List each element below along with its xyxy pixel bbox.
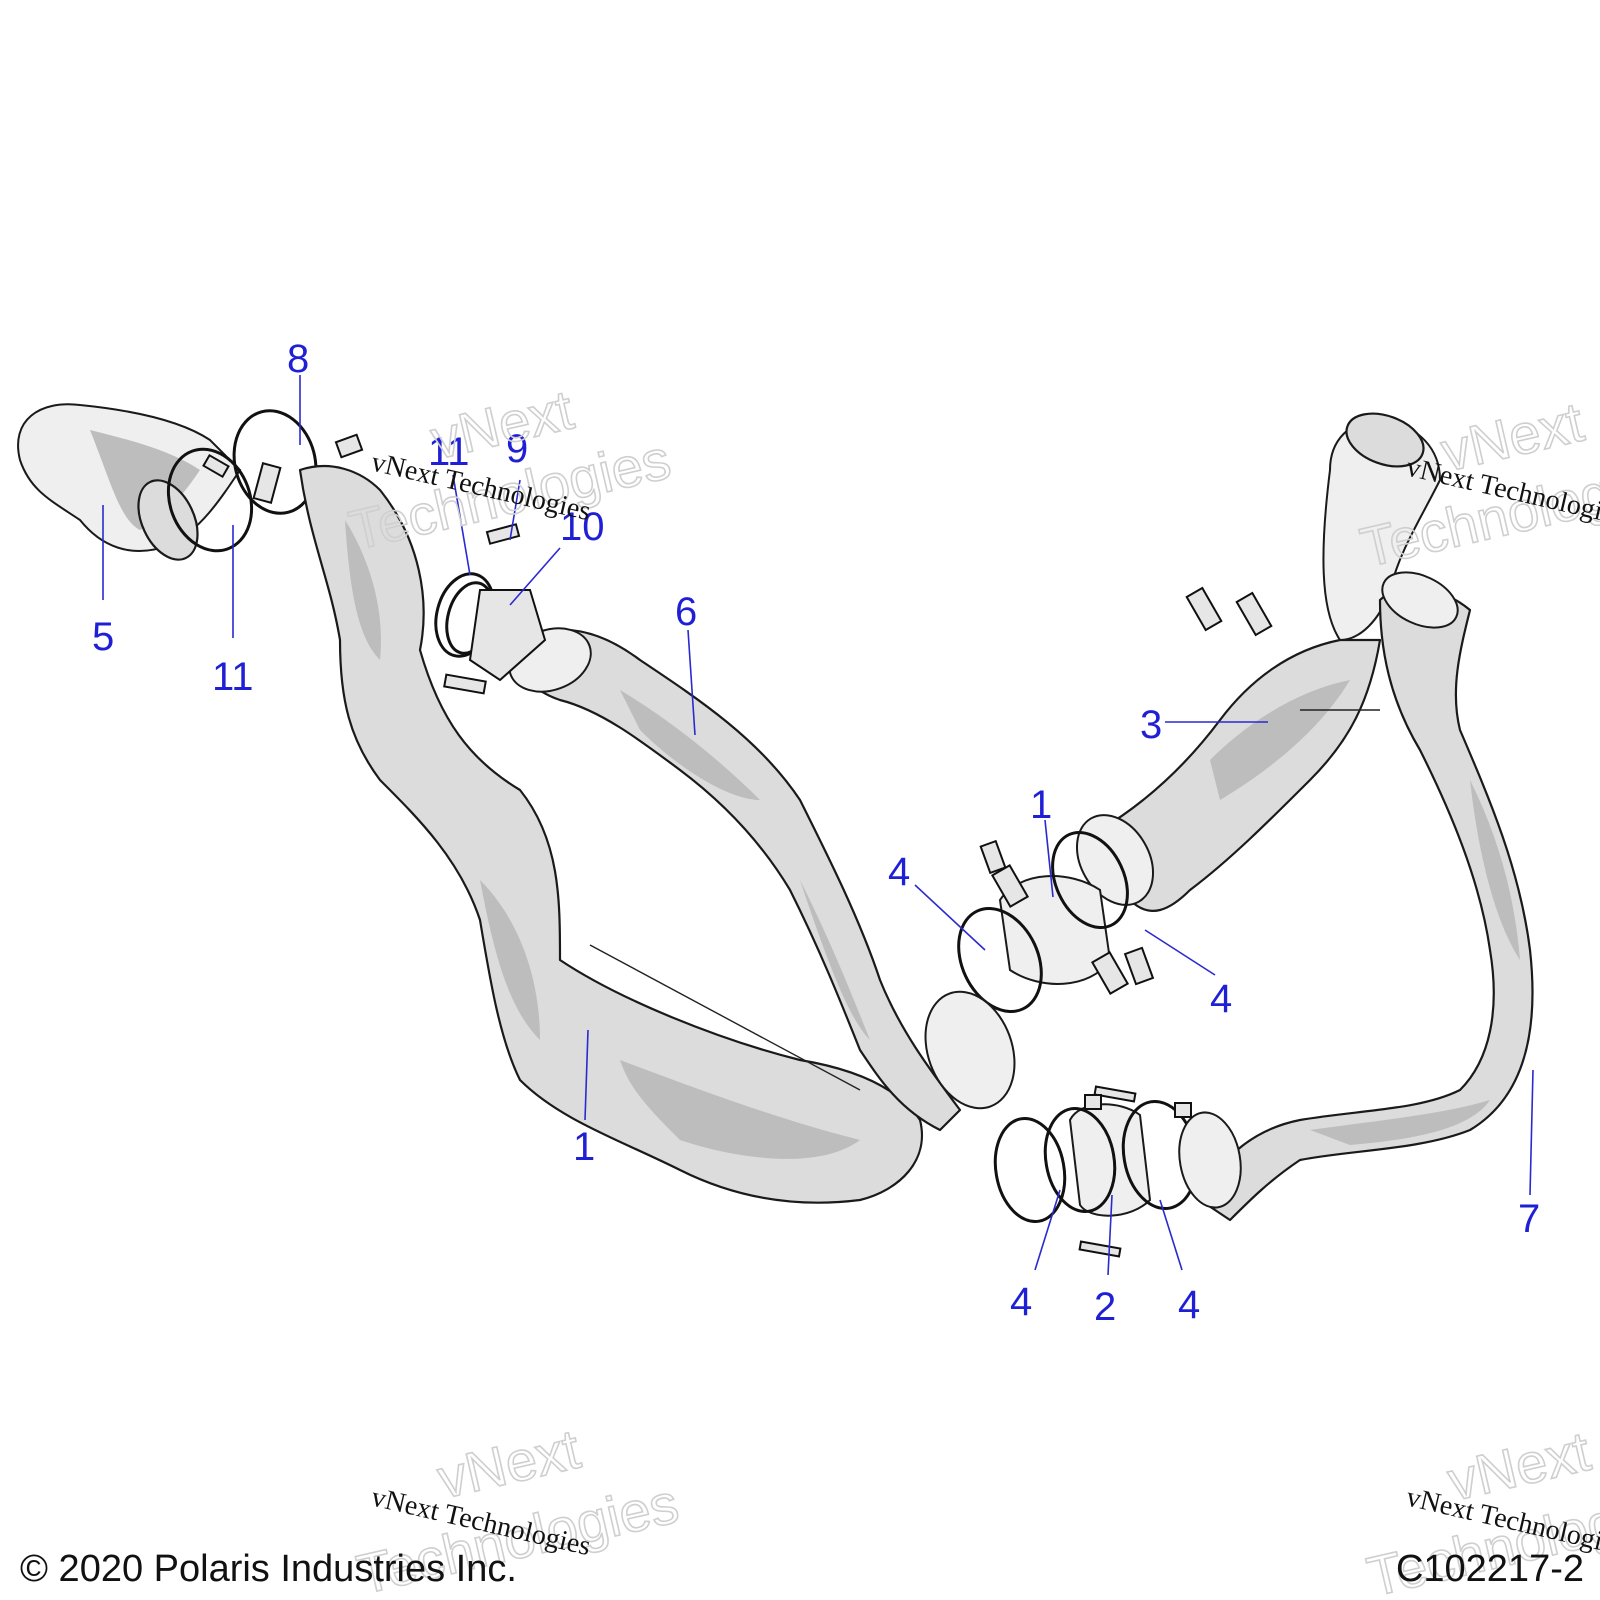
callout-1-lower: 2 [1094,1285,1116,1329]
part-7-right-tube [1198,571,1534,1222]
part-5-intake-elbow [17,403,242,561]
callout-4-lower-left: 4 [1010,1280,1032,1324]
copyright-footer: © 2020 Polaris Industries Inc. [20,1548,517,1590]
loose-tabs [1185,586,1273,637]
callout-4-lower-right: 4 [1178,1283,1200,1327]
part-3-upper-right-tube [1076,638,1382,912]
callout-6: 6 [675,590,697,634]
part-1-coupler-upper [957,830,1155,1014]
callout-11-left: 11 [212,655,254,699]
callout-1-upper: 1 [1030,783,1052,827]
callout-10: 10 [560,505,605,549]
callout-8: 8 [287,337,309,381]
callout-9: 9 [506,427,528,471]
callout-4-upper-right: 4 [1210,977,1232,1021]
callout-4-upper-left: 4 [888,850,910,894]
part-1-coupler-lower [924,990,1242,1258]
part-3-top-elbow [1322,412,1442,642]
part-code: C102217-2 [1395,1548,1584,1590]
part-8-ring [232,409,364,515]
part-10-flange-clamp [434,523,547,695]
callout-labels: 5 11 8 11 9 10 6 3 1 4 4 1 7 4 2 4 [92,337,1540,1329]
part-6-crossover-tube [508,627,962,1132]
leader-lines [102,375,1534,1276]
callout-2: 1 [573,1125,595,1169]
callout-11-top: 11 [428,430,470,474]
callout-7: 7 [1518,1197,1540,1241]
callout-3: 3 [1140,703,1162,747]
part-2-main-tube [298,465,923,1204]
callout-5: 5 [92,615,114,659]
part-11-clamp-left [166,447,254,553]
